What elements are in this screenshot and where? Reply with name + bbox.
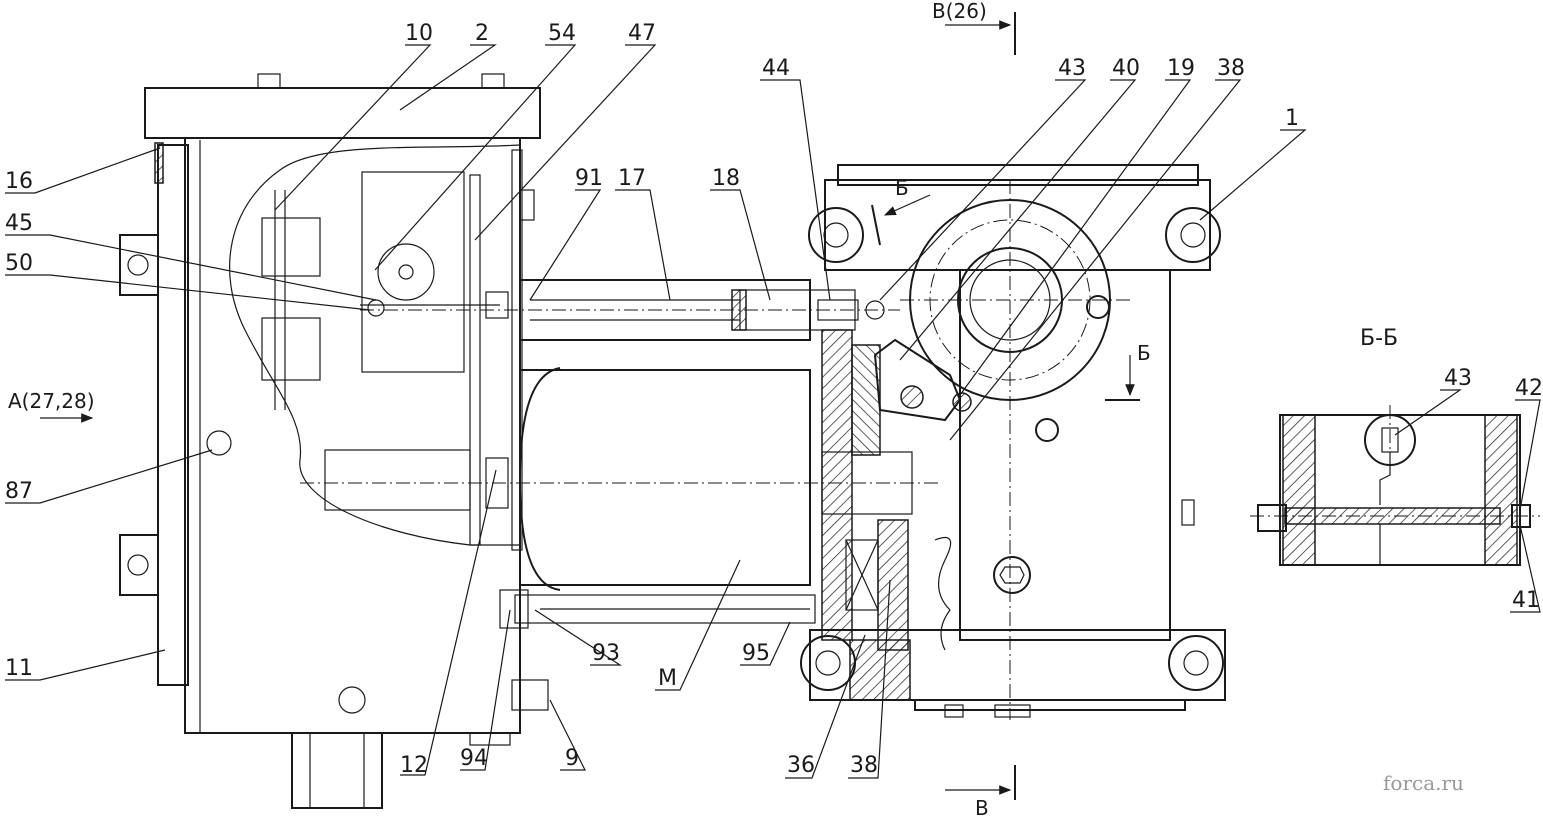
motor-body <box>499 279 816 629</box>
callout-94: 94 <box>460 746 488 771</box>
callout-10: 10 <box>405 21 433 46</box>
callout-47: 47 <box>628 21 656 46</box>
leader-lines <box>5 44 1541 779</box>
callout-38-top: 38 <box>1217 56 1245 81</box>
view-a-marker: A(27,28) <box>8 389 95 413</box>
callout-1: 1 <box>1285 106 1299 131</box>
callout-36: 36 <box>787 753 815 778</box>
callout-9: 9 <box>565 746 579 771</box>
callout-54: 54 <box>548 21 576 46</box>
left-housing <box>119 73 940 809</box>
callout-11: 11 <box>5 656 33 681</box>
section-callout-41: 41 <box>1512 588 1540 613</box>
callout-43: 43 <box>1058 56 1086 81</box>
callout-87: 87 <box>5 479 33 504</box>
section-marker-right: Б <box>1137 341 1151 365</box>
section-callout-43: 43 <box>1444 366 1472 391</box>
callout-93: 93 <box>592 641 620 666</box>
section-markers <box>40 12 1140 800</box>
callout-labels: 10 2 54 47 91 17 18 44 43 40 19 38 1 16 … <box>5 0 1543 820</box>
callout-18: 18 <box>712 166 740 191</box>
section-marker-top: Б <box>895 176 909 200</box>
callout-91: 91 <box>575 166 603 191</box>
section-view <box>1250 405 1540 566</box>
callout-95: 95 <box>742 641 770 666</box>
callout-M: M <box>658 666 677 691</box>
callout-17: 17 <box>618 166 646 191</box>
callout-44: 44 <box>762 56 790 81</box>
callout-19: 19 <box>1167 56 1195 81</box>
callout-45: 45 <box>5 211 33 236</box>
view-b-top-marker: B(26) <box>932 0 987 23</box>
callout-50: 50 <box>5 251 33 276</box>
callout-38-bottom: 38 <box>850 753 878 778</box>
callout-40: 40 <box>1112 56 1140 81</box>
callout-12: 12 <box>400 753 428 778</box>
gearbox <box>530 164 1226 720</box>
callout-16: 16 <box>5 169 33 194</box>
callout-2: 2 <box>475 21 489 46</box>
section-title: Б-Б <box>1360 326 1398 351</box>
section-callout-42: 42 <box>1515 376 1543 401</box>
watermark: forca.ru <box>1383 771 1464 795</box>
view-b-bottom-marker: B <box>975 796 989 820</box>
